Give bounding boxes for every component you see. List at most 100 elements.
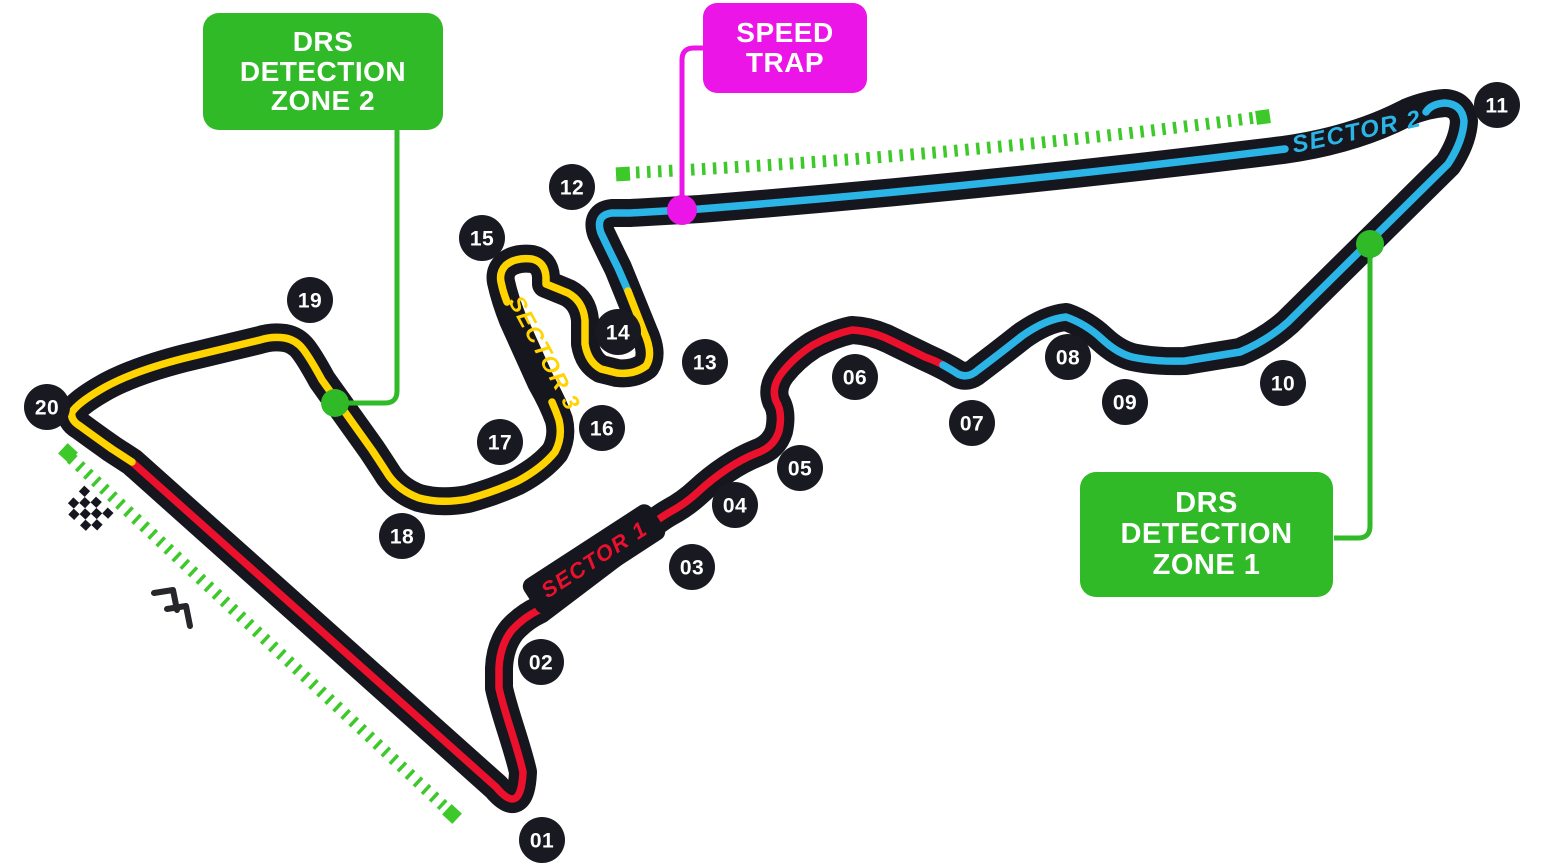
drs-zone-dashes-back-straight	[624, 111, 1261, 179]
flag-cell	[80, 519, 92, 531]
callout-line: SPEED	[736, 17, 834, 49]
turn-marker-01: 01	[519, 817, 565, 863]
turn-marker-16: 16	[579, 405, 625, 451]
drs-detection-zone-2-callout: DRS DETECTION ZONE 2	[203, 13, 443, 130]
turn-marker-03: 03	[669, 544, 715, 590]
turn-circle	[287, 277, 333, 323]
turn-marker-18: 18	[379, 513, 425, 559]
turn-marker-14: 14	[595, 309, 641, 355]
turn-number: 07	[960, 413, 984, 436]
turn-number: 20	[35, 397, 59, 420]
drs-zone-endcap	[442, 804, 462, 824]
checkered-flag-icon	[67, 485, 114, 531]
drs-detection-2-dot	[321, 389, 349, 417]
flag-cell	[90, 496, 102, 508]
turn-marker-05: 05	[777, 445, 823, 491]
flag-cell	[90, 507, 103, 520]
callout-line: TRAP	[745, 47, 825, 78]
flag-cell	[78, 485, 91, 497]
callout-line: ZONE 2	[270, 85, 376, 117]
turn-circle	[682, 339, 728, 385]
sector1-plate	[522, 504, 666, 614]
callout-line: DRS	[292, 25, 354, 57]
sector2-label: SECTOR 2	[1290, 105, 1424, 159]
turn-number: 14	[606, 322, 630, 345]
turn-markers: 01 02 03 04 05 06 07 08 09 10 11 12 13 14 15 16 17 18 19 20	[24, 82, 1520, 863]
drs2-leader-line	[348, 130, 400, 406]
turn-number: 06	[843, 367, 867, 390]
turn-circle	[579, 405, 625, 451]
turn-circle	[24, 384, 70, 430]
turn-marker-06: 06	[832, 354, 878, 400]
turn-marker-11: 11	[1474, 82, 1520, 128]
turn-circle	[595, 309, 641, 355]
turn-circle	[1045, 334, 1091, 380]
turn-marker-15: 15	[459, 215, 505, 261]
turn-number: 04	[723, 495, 747, 518]
direction-chevron-icon	[151, 587, 180, 613]
drs1-leader-line	[1334, 244, 1373, 541]
turn-number: 16	[590, 418, 614, 441]
turn-number: 11	[1485, 95, 1508, 118]
callout-line: DRS	[1175, 487, 1238, 520]
turn-marker-10: 10	[1260, 360, 1306, 406]
turn-number: 05	[788, 458, 812, 481]
callout-line: DETECTION	[239, 55, 407, 87]
turn-marker-20: 20	[24, 384, 70, 430]
turn-circle	[832, 354, 878, 400]
flag-cell	[79, 496, 91, 509]
turn-number: 01	[530, 830, 554, 853]
turn-circle	[518, 639, 564, 685]
turn-marker-19: 19	[287, 277, 333, 323]
flag-cell	[79, 508, 91, 520]
sector3-line	[67, 254, 654, 505]
turn-number: 15	[470, 228, 494, 251]
speed-trap-callout: SPEED TRAP	[703, 3, 867, 93]
turn-marker-07: 07	[949, 400, 995, 446]
turn-number: 12	[560, 177, 584, 200]
callout-line: ZONE 1	[1152, 548, 1261, 581]
turn-number: 18	[390, 526, 414, 549]
turn-circle	[379, 513, 425, 559]
turn-marker-17: 17	[477, 419, 523, 465]
turn-number: 17	[488, 432, 512, 455]
drs-zone-endcap	[58, 443, 78, 463]
flag-cell	[68, 508, 80, 520]
turn-marker-09: 09	[1102, 379, 1148, 425]
turn-number: 08	[1056, 347, 1080, 370]
sector1-label-plate: SECTOR 1	[522, 504, 666, 614]
drs-zone-endcap	[1255, 109, 1271, 125]
turn-number: 19	[298, 290, 322, 313]
turn-number: 10	[1271, 373, 1295, 396]
drs-detection-1-dot	[1356, 230, 1384, 258]
flag-cell	[102, 507, 114, 519]
sector1-line	[128, 326, 947, 803]
turn-circle	[1474, 82, 1520, 128]
drs-zone-endcap	[615, 166, 631, 182]
turn-circle	[1260, 360, 1306, 406]
turn-number: 09	[1113, 392, 1137, 415]
turn-number: 02	[529, 652, 553, 675]
turn-marker-04: 04	[712, 482, 758, 528]
turn-marker-12: 12	[549, 164, 595, 210]
turn-circle	[777, 445, 823, 491]
turn-circle	[459, 215, 505, 261]
turn-circle	[669, 544, 715, 590]
turn-circle	[477, 419, 523, 465]
turn-marker-08: 08	[1045, 334, 1091, 380]
direction-chevron-icon	[164, 603, 193, 629]
sector1-label: SECTOR 1	[536, 516, 652, 603]
turn-circle	[549, 164, 595, 210]
turn-marker-02: 02	[518, 639, 564, 685]
turn-number: 03	[680, 557, 704, 580]
turn-marker-13: 13	[682, 339, 728, 385]
speed-trap-leader-line	[679, 45, 704, 210]
turn-circle	[1102, 379, 1148, 425]
speed-trap-dot	[667, 195, 697, 225]
drs-detection-zone-1-callout: DRS DETECTION ZONE 1	[1080, 472, 1333, 597]
turn-number: 13	[693, 352, 717, 375]
callout-line: DETECTION	[1120, 518, 1293, 551]
turn-circle	[519, 817, 565, 863]
